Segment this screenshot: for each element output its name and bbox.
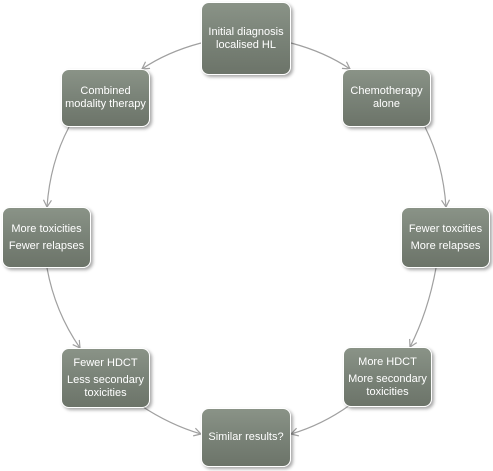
node-initial-diagnosis: Initial diagnosis localised HL: [201, 2, 291, 75]
node-initial-diagnosis-line1: Initial diagnosis: [208, 25, 284, 38]
connector-initial-to-chemo: [290, 42, 352, 70]
node-fewer-hdct-line3: toxicities: [84, 386, 127, 399]
node-more-toxicities: More toxicities Fewer relapses: [2, 207, 91, 268]
connector-more-hdct-to-similar: [289, 404, 351, 437]
node-similar-results-line1: Similar results?: [208, 431, 284, 443]
node-more-hdct: More HDCT More secondary toxicities: [343, 347, 432, 407]
node-combined-modality-therapy: Combined modality therapy: [61, 69, 150, 127]
node-similar-results: Similar results?: [201, 408, 291, 467]
node-fewer-hdct-line2: Less secondary: [66, 373, 145, 386]
node-fewer-toxicities-line1: Fewer toxcities: [408, 222, 483, 235]
connector-chemo-to-fewer-toxicities: [424, 126, 451, 209]
node-fewer-hdct-line1: Fewer HDCT: [73, 356, 138, 369]
node-fewer-toxicities: Fewer toxcities More relapses: [401, 207, 490, 268]
node-combined-modality-therapy-line2: modality therapy: [65, 98, 146, 110]
node-more-hdct-line3: toxicities: [366, 385, 409, 398]
node-more-toxicities-line2: Fewer relapses: [8, 239, 85, 252]
node-combined-modality-therapy-line1: Combined: [80, 85, 131, 97]
node-fewer-toxicities-line2: More relapses: [410, 239, 481, 252]
connector-initial-to-combined: [140, 42, 202, 70]
connector-combined-to-more-toxicities: [42, 126, 70, 209]
connector-fewer-toxicities-to-more-hdct: [409, 267, 437, 349]
node-initial-diagnosis-line2: localised HL: [216, 38, 276, 51]
node-chemotherapy-alone-line2: alone: [373, 98, 400, 110]
node-more-toxicities-line1: More toxicities: [11, 222, 82, 235]
node-chemotherapy-alone: Chemotherapy alone: [342, 69, 431, 127]
node-more-hdct-line2: More secondary: [348, 372, 427, 385]
node-more-hdct-line1: More HDCT: [358, 355, 417, 368]
node-chemotherapy-alone-line1: Chemotherapy: [350, 85, 423, 97]
connector-fewer-hdct-to-similar: [139, 404, 203, 437]
connector-more-toxicities-to-fewer-hdct: [46, 267, 81, 349]
node-fewer-hdct: Fewer HDCT Less secondary toxicities: [61, 348, 150, 408]
